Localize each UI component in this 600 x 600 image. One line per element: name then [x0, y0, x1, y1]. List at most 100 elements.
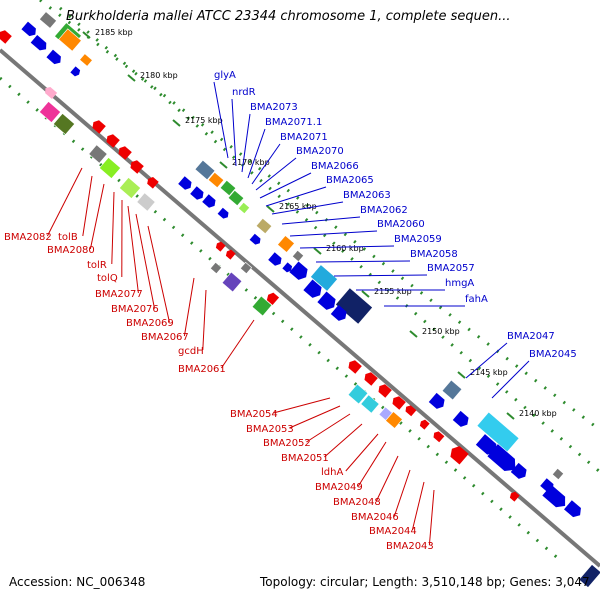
tick-dot-tracks	[0, 0, 600, 562]
gene-feature	[335, 287, 373, 325]
reverse-callout-line	[393, 469, 411, 517]
gene-block	[58, 28, 82, 52]
gene-feature	[190, 186, 204, 200]
gene-feature	[178, 176, 192, 190]
reverse-gene-label[interactable]: tolB	[58, 232, 78, 243]
reverse-gene-label[interactable]: BMA2069	[126, 318, 174, 329]
reverse-gene-label[interactable]: BMA2048	[333, 497, 381, 508]
forward-gene-label[interactable]: BMA2070	[296, 146, 344, 157]
forward-gene-label[interactable]: fahA	[465, 294, 488, 305]
tick-label: 2150 kbp	[422, 327, 460, 336]
gene-feature	[347, 383, 369, 405]
forward-callout-line	[213, 81, 229, 159]
forward-gene-label[interactable]: BMA2045	[529, 349, 577, 360]
reverse-gene-arrow	[405, 405, 417, 417]
reverse-gene-label[interactable]: BMA2053	[246, 424, 294, 435]
reverse-gene-label[interactable]: BMA2077	[95, 289, 143, 300]
forward-callout-line	[271, 201, 344, 215]
gene-feature	[106, 134, 120, 148]
tick-mark	[506, 412, 515, 420]
forward-gene-arrow	[542, 484, 566, 508]
forward-gene-label[interactable]: glyA	[214, 70, 236, 81]
forward-gene-label[interactable]: BMA2062	[360, 205, 408, 216]
forward-gene-label[interactable]: BMA2057	[427, 263, 475, 274]
gene-block	[219, 179, 237, 197]
reverse-gene-label[interactable]: tolR	[87, 260, 107, 271]
reverse-gene-label[interactable]: BMA2044	[369, 526, 417, 537]
reverse-gene-label[interactable]: ldhA	[321, 467, 343, 478]
forward-gene-arrow	[70, 66, 81, 77]
gene-block	[578, 564, 600, 588]
gene-block	[310, 264, 338, 292]
reverse-gene-label[interactable]: gcdH	[178, 346, 204, 357]
reverse-gene-arrow	[392, 396, 406, 410]
gene-feature	[70, 66, 81, 77]
gene-feature	[98, 157, 122, 179]
reverse-gene-label[interactable]: BMA2061	[178, 364, 226, 375]
map-title: Burkholderia mallei ATCC 23344 chromosom…	[66, 9, 511, 24]
forward-gene-label[interactable]: BMA2058	[410, 249, 458, 260]
reverse-callout-line	[82, 175, 93, 237]
reverse-callout-line	[345, 433, 379, 472]
forward-gene-arrow	[452, 410, 469, 427]
gene-feature	[118, 177, 142, 199]
reverse-gene-label[interactable]: BMA2051	[281, 453, 329, 464]
reverse-gene-arrow	[450, 446, 469, 465]
forward-gene-label[interactable]: BMA2060	[377, 219, 425, 230]
forward-gene-label[interactable]: BMA2059	[394, 234, 442, 245]
forward-gene-label[interactable]: BMA2063	[343, 190, 391, 201]
gene-feature	[330, 304, 347, 321]
gene-feature	[239, 261, 253, 275]
forward-gene-arrow	[217, 207, 229, 219]
forward-gene-label[interactable]: BMA2071.1	[265, 117, 322, 128]
forward-gene-label[interactable]: BMA2065	[326, 175, 374, 186]
reverse-gene-label[interactable]: BMA2082	[4, 232, 52, 243]
tick-mark	[219, 161, 228, 169]
reverse-callout-line	[202, 289, 207, 351]
gene-feature	[360, 394, 380, 414]
gene-feature	[52, 113, 76, 135]
reverse-gene-arrow	[106, 134, 120, 148]
gene-block	[551, 467, 565, 481]
forward-gene-label[interactable]: BMA2066	[311, 161, 359, 172]
forward-gene-label[interactable]: BMA2071	[280, 132, 328, 143]
forward-callout-line	[231, 98, 237, 167]
accession-text: Accession: NC_006348	[9, 575, 146, 589]
gene-feature	[385, 411, 403, 429]
gene-feature	[46, 49, 61, 65]
forward-gene-arrow	[510, 462, 527, 479]
reverse-gene-label[interactable]: BMA2076	[111, 304, 159, 315]
reverse-gene-label[interactable]: BMA2046	[351, 512, 399, 523]
reverse-gene-label[interactable]: BMA2052	[263, 438, 311, 449]
reverse-gene-label[interactable]: BMA2067	[141, 332, 189, 343]
gene-feature	[217, 207, 229, 219]
reverse-callout-line	[183, 277, 195, 337]
tick-label: 2155 kbp	[374, 287, 412, 296]
forward-callout-line	[265, 186, 327, 207]
forward-callout-line	[259, 172, 312, 199]
forward-gene-label[interactable]: BMA2073	[250, 102, 298, 113]
gene-block	[79, 53, 93, 67]
tick-mark	[313, 247, 322, 255]
forward-gene-label[interactable]: BMA2047	[507, 331, 555, 342]
forward-gene-arrow	[475, 434, 497, 455]
gene-feature	[277, 235, 295, 253]
reverse-callout-line	[147, 225, 170, 323]
gene-block	[255, 217, 273, 235]
gene-feature	[237, 201, 251, 215]
reverse-gene-label[interactable]: BMA2043	[386, 541, 434, 552]
reverse-gene-label[interactable]: BMA2080	[47, 245, 95, 256]
reverse-gene-label[interactable]: BMA2049	[315, 482, 363, 493]
reverse-callout-line	[411, 481, 425, 531]
gene-feature	[487, 444, 516, 471]
reverse-gene-label[interactable]: tolQ	[97, 273, 118, 284]
forward-gene-arrow	[303, 279, 322, 298]
reverse-gene-label[interactable]: BMA2054	[230, 409, 278, 420]
tick-mark	[409, 330, 418, 338]
forward-gene-label[interactable]: nrdR	[232, 87, 256, 98]
reverse-callout-line	[428, 489, 435, 546]
reverse-gene-arrow	[266, 292, 280, 306]
gene-feature	[251, 295, 273, 317]
forward-gene-label[interactable]: hmgA	[445, 278, 474, 289]
gene-feature	[509, 491, 520, 502]
